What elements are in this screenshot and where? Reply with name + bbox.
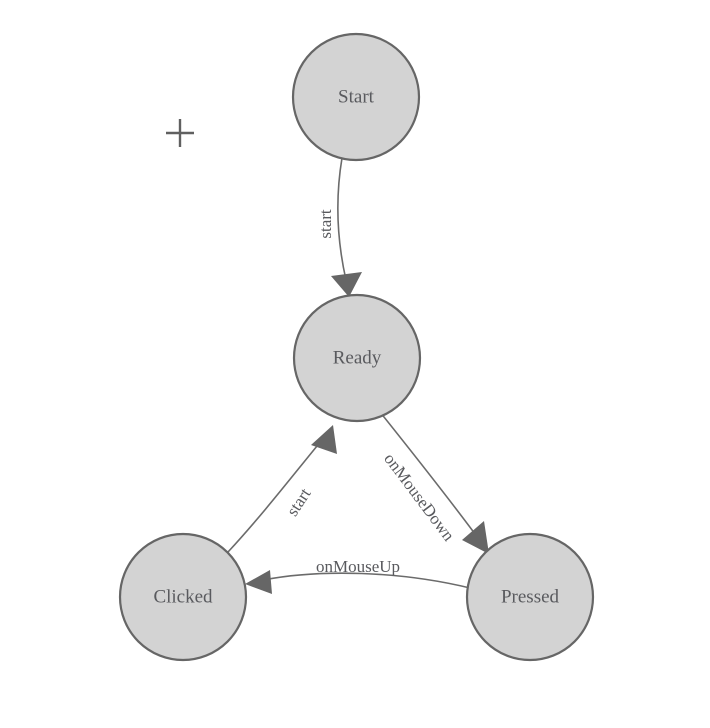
edge-ready-to-pressed[interactable]: onMouseDown (379, 411, 489, 554)
node-ready[interactable]: Ready (292, 293, 422, 423)
node-circle-clicked (118, 532, 248, 662)
arrowhead-start-to-ready (331, 272, 362, 297)
arrowhead-pressed-to-clicked (245, 570, 272, 594)
edge-label-clicked-to-ready: start (283, 484, 315, 519)
node-label-clicked: Clicked (153, 586, 213, 607)
node-start[interactable]: Start (291, 32, 421, 162)
edge-line-pressed-to-clicked (262, 572, 471, 589)
node-label-pressed: Pressed (501, 586, 560, 607)
node-label-start: Start (338, 86, 375, 107)
edge-line-clicked-to-ready (227, 439, 323, 553)
edge-label-start-to-ready: start (316, 209, 335, 239)
edge-clicked-to-ready[interactable]: start (227, 425, 337, 553)
node-pressed[interactable]: Pressed (465, 532, 595, 662)
plus-marker (166, 119, 194, 147)
arrowhead-ready-to-pressed (462, 521, 489, 554)
arrowhead-clicked-to-ready (311, 425, 337, 454)
edge-label-pressed-to-clicked: onMouseUp (316, 557, 400, 576)
node-circle-start (291, 32, 421, 162)
node-circle-ready (292, 293, 422, 423)
edge-pressed-to-clicked[interactable]: onMouseUp (245, 557, 471, 594)
node-clicked[interactable]: Clicked (118, 532, 248, 662)
node-circle-pressed (465, 532, 595, 662)
edge-start-to-ready[interactable]: start (316, 157, 362, 297)
node-label-ready: Ready (333, 347, 382, 368)
edge-line-ready-to-pressed (379, 411, 482, 543)
edge-line-start-to-ready (336, 157, 347, 281)
